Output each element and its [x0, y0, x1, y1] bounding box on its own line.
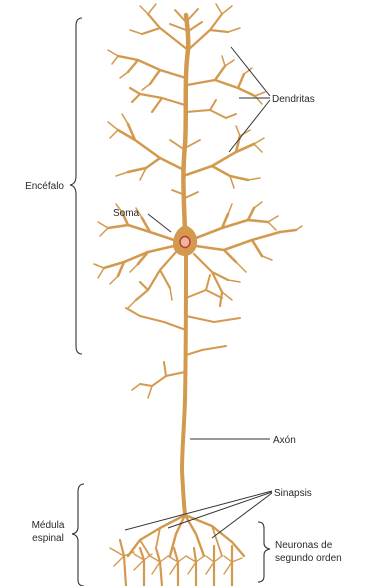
- neuronas-label-line1: Neuronas de: [275, 540, 333, 551]
- neuronas-label-line2: segundo orden: [275, 553, 342, 564]
- medula-label-line2: espinal: [32, 533, 64, 544]
- neuronas-brace: [258, 522, 270, 582]
- soma-label: Soma: [113, 208, 140, 219]
- soma-nucleus: [180, 237, 190, 248]
- neuron: [94, 4, 302, 586]
- medula-label-line1: Médula: [32, 520, 65, 531]
- medula-brace: [72, 484, 84, 586]
- encefalo-brace: [70, 18, 82, 354]
- second-order-neurons: [110, 540, 242, 586]
- axon-terminals: [128, 515, 244, 556]
- sinapsis-label: Sinapsis: [274, 488, 312, 499]
- dendritas-label: Dendritas: [272, 94, 315, 105]
- apical-dendrites: [108, 4, 265, 232]
- encefalo-label: Encéfalo: [25, 181, 64, 192]
- axon-label: Axón: [273, 435, 296, 446]
